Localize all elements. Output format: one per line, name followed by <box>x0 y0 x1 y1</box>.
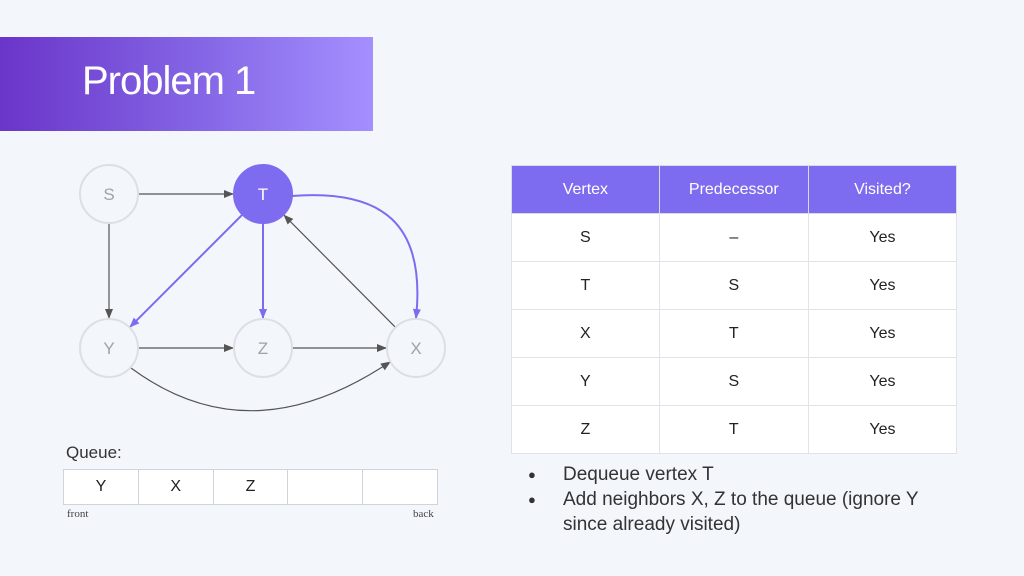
header-vertex: Vertex <box>511 165 660 214</box>
queue-box: Y X Z <box>63 469 438 505</box>
table-header-row: Vertex Predecessor Visited? <box>511 165 958 214</box>
cell-visited: Yes <box>807 309 958 358</box>
node-circle <box>79 164 139 224</box>
bfs-table: Vertex Predecessor Visited? S – Yes T S … <box>511 165 958 454</box>
queue-cell <box>288 470 364 504</box>
cell-vertex: Z <box>511 405 660 454</box>
table-row: S – Yes <box>511 213 958 262</box>
notes-list: Dequeue vertex T Add neighbors X, Z to t… <box>528 462 943 537</box>
edge-x-t <box>283 214 396 328</box>
node-s: S <box>79 164 139 224</box>
node-label: T <box>258 185 268 204</box>
queue-cell: Y <box>64 470 139 504</box>
queue-cell: X <box>139 470 214 504</box>
cell-visited: Yes <box>807 261 958 310</box>
queue-label: Queue: <box>66 443 122 462</box>
cell-predecessor: T <box>658 309 809 358</box>
node-label: X <box>410 339 421 358</box>
node-y: Y <box>79 318 139 378</box>
table-row: X T Yes <box>511 309 958 358</box>
note-item: Dequeue vertex T <box>528 462 943 487</box>
queue-cell: Z <box>214 470 289 504</box>
node-label: Y <box>103 339 114 358</box>
cell-visited: Yes <box>807 213 958 262</box>
cell-vertex: S <box>511 213 660 262</box>
header-visited: Visited? <box>807 165 958 214</box>
node-circle <box>79 318 139 378</box>
node-t: T <box>233 164 293 224</box>
node-circle <box>233 164 293 224</box>
cell-vertex: X <box>511 309 660 358</box>
table-row: T S Yes <box>511 261 958 310</box>
cell-predecessor: S <box>658 261 809 310</box>
table-row: Y S Yes <box>511 357 958 406</box>
edge-t-y <box>129 213 244 328</box>
cell-vertex: Y <box>511 357 660 406</box>
queue-cell <box>363 470 437 504</box>
edge-t-x <box>291 194 421 319</box>
node-label: S <box>103 185 114 204</box>
note-item: Add neighbors X, Z to the queue (ignore … <box>528 487 943 537</box>
node-label: Z <box>258 339 268 358</box>
cell-predecessor: S <box>658 357 809 406</box>
node-circle <box>386 318 446 378</box>
table-row: Z T Yes <box>511 405 958 454</box>
node-circle <box>233 318 293 378</box>
cell-visited: Yes <box>807 357 958 406</box>
title-banner: Problem 1 <box>0 37 373 131</box>
queue-back-label: back <box>413 508 434 520</box>
cell-vertex: T <box>511 261 660 310</box>
cell-predecessor: – <box>658 213 809 262</box>
node-x: X <box>386 318 446 378</box>
queue-front-label: front <box>67 508 89 520</box>
cell-visited: Yes <box>807 405 958 454</box>
header-predecessor: Predecessor <box>658 165 809 214</box>
node-z: Z <box>233 318 293 378</box>
graph-diagram: S T Y Z X <box>79 164 446 412</box>
cell-predecessor: T <box>658 405 809 454</box>
page-title: Problem 1 <box>82 59 256 103</box>
edge-y-x <box>130 361 391 412</box>
